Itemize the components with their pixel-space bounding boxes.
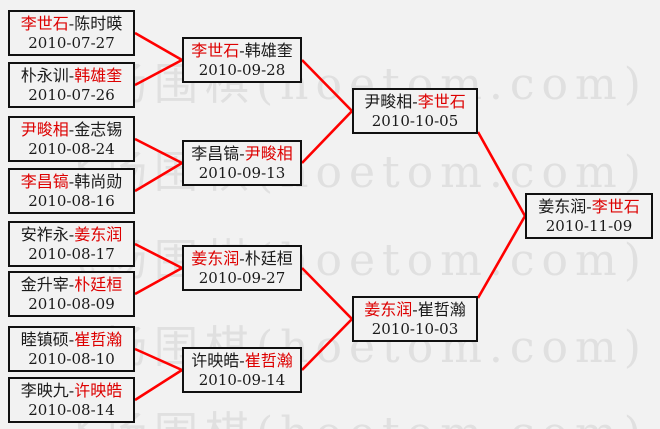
match-date: 2010-09-28 [198,60,286,79]
match-players: 李昌镐-尹畯相 [191,144,292,164]
match-date: 2010-10-03 [371,319,459,338]
player-separator: - [239,248,245,268]
player-name: 许映皓 [191,350,240,370]
watermark-text: 飞扬围棋(hoetom.com) [52,59,648,110]
player-name: 睦镇硕 [20,329,69,349]
player-name: 崔哲瀚 [417,299,466,319]
match-players: 安祚永-姜东润 [21,225,122,245]
match-date: 2010-09-14 [198,370,286,389]
match-date: 2010-08-14 [28,400,115,419]
match-players: 李世石-陈时暎 [21,14,122,34]
watermark-text: 飞扬围棋(hoetom.com) [52,147,648,198]
player-name-winner: 朴廷桓 [74,274,123,294]
player-name-winner: 李世石 [417,91,466,111]
player-name-winner: 李昌镐 [20,171,69,191]
player-name-winner: 崔哲瀚 [74,329,123,349]
player-name-winner: 李世石 [591,196,640,216]
match-players: 尹畯相-李世石 [364,92,465,112]
match-date: 2010-10-05 [371,111,459,130]
match-date: 2010-08-10 [28,349,115,368]
match-date: 2010-11-09 [545,216,633,235]
watermark-text: 飞扬围棋(hoetom.com) [52,322,648,373]
match-date: 2010-09-13 [198,163,286,182]
player-name: 尹畯相 [364,91,413,111]
match-players: 睦镇硕-崔哲瀚 [21,330,122,350]
player-name-winner: 李世石 [191,40,240,60]
player-name: 李映九 [20,380,69,400]
player-name-winner: 许映皓 [74,380,123,400]
match-date: 2010-08-09 [28,294,115,313]
player-separator: - [68,224,75,244]
player-name-winner: 尹畯相 [244,143,293,163]
match-players: 尹畯相-金志锡 [21,120,122,140]
player-separator: - [239,143,245,163]
player-separator: - [68,274,75,294]
match-players: 李映九-许映皓 [21,381,122,401]
player-name: 陈时暎 [74,13,123,33]
watermark-text: 飞扬围棋(hoetom.com) [52,235,648,286]
match-players: 李昌镐-韩尚勋 [21,172,122,192]
player-separator: - [412,299,418,319]
player-name: 李昌镐 [191,143,240,163]
player-separator: - [68,119,75,139]
match-players: 朴永训-韩雄奎 [21,66,122,86]
player-name: 安祚永 [20,224,69,244]
player-separator: - [412,91,418,111]
player-name-winner: 姜东润 [74,224,123,244]
match-date: 2010-08-17 [28,244,115,263]
player-separator: - [239,350,245,370]
player-separator: - [68,13,75,33]
player-separator: - [68,329,75,349]
match-date: 2010-07-26 [28,85,115,104]
player-name: 姜东润 [538,196,587,216]
player-separator: - [68,380,75,400]
player-separator: - [586,196,592,216]
match-players: 姜东润-崔哲瀚 [364,300,465,320]
player-name-winner: 李世石 [20,13,69,33]
match-date: 2010-07-27 [28,33,115,52]
match-players: 姜东润-朴廷桓 [191,249,292,269]
player-separator: - [68,171,75,191]
player-name: 金升宰 [20,274,69,294]
match-date: 2010-08-16 [28,191,115,210]
player-name: 朴廷桓 [244,248,293,268]
player-name: 韩尚勋 [74,171,123,191]
player-name: 韩雄奎 [244,40,293,60]
watermark-text: 飞扬围棋(hoetom.com) [52,397,648,429]
match-players: 姜东润-李世石 [538,197,639,217]
match-date: 2010-09-27 [198,268,286,287]
player-separator: - [68,65,75,85]
player-separator: - [239,40,245,60]
match-players: 李世石-韩雄奎 [191,41,292,61]
player-name-winner: 崔哲瀚 [244,350,293,370]
player-name: 金志锡 [74,119,123,139]
match-date: 2010-08-24 [28,139,115,158]
match-players: 许映皓-崔哲瀚 [191,351,292,371]
player-name-winner: 尹畯相 [20,119,69,139]
player-name-winner: 姜东润 [191,248,240,268]
player-name-winner: 姜东润 [364,299,413,319]
player-name-winner: 韩雄奎 [74,65,123,85]
match-players: 金升宰-朴廷桓 [21,275,122,295]
player-name: 朴永训 [20,65,69,85]
